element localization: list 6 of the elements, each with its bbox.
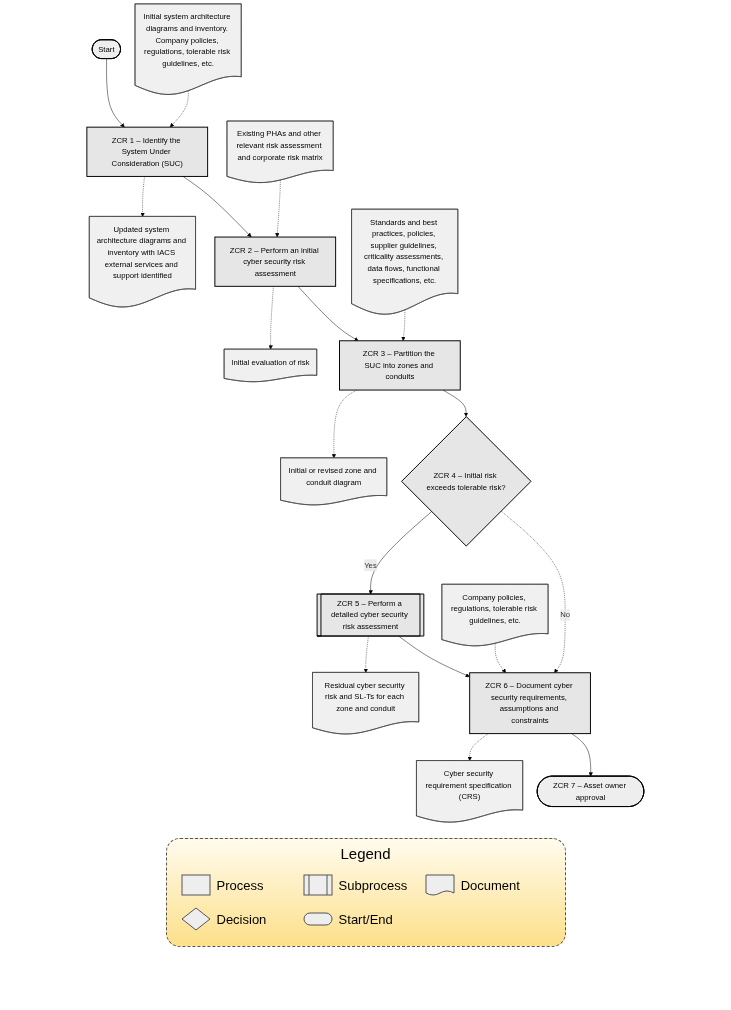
legend-label: Document <box>460 877 520 893</box>
legend-label: Process <box>216 877 264 893</box>
legend-label: Decision <box>216 911 267 927</box>
legend-title: Legend <box>339 845 392 862</box>
legend-label: Subprocess <box>338 877 408 893</box>
legend-label: Start/End <box>338 911 393 927</box>
